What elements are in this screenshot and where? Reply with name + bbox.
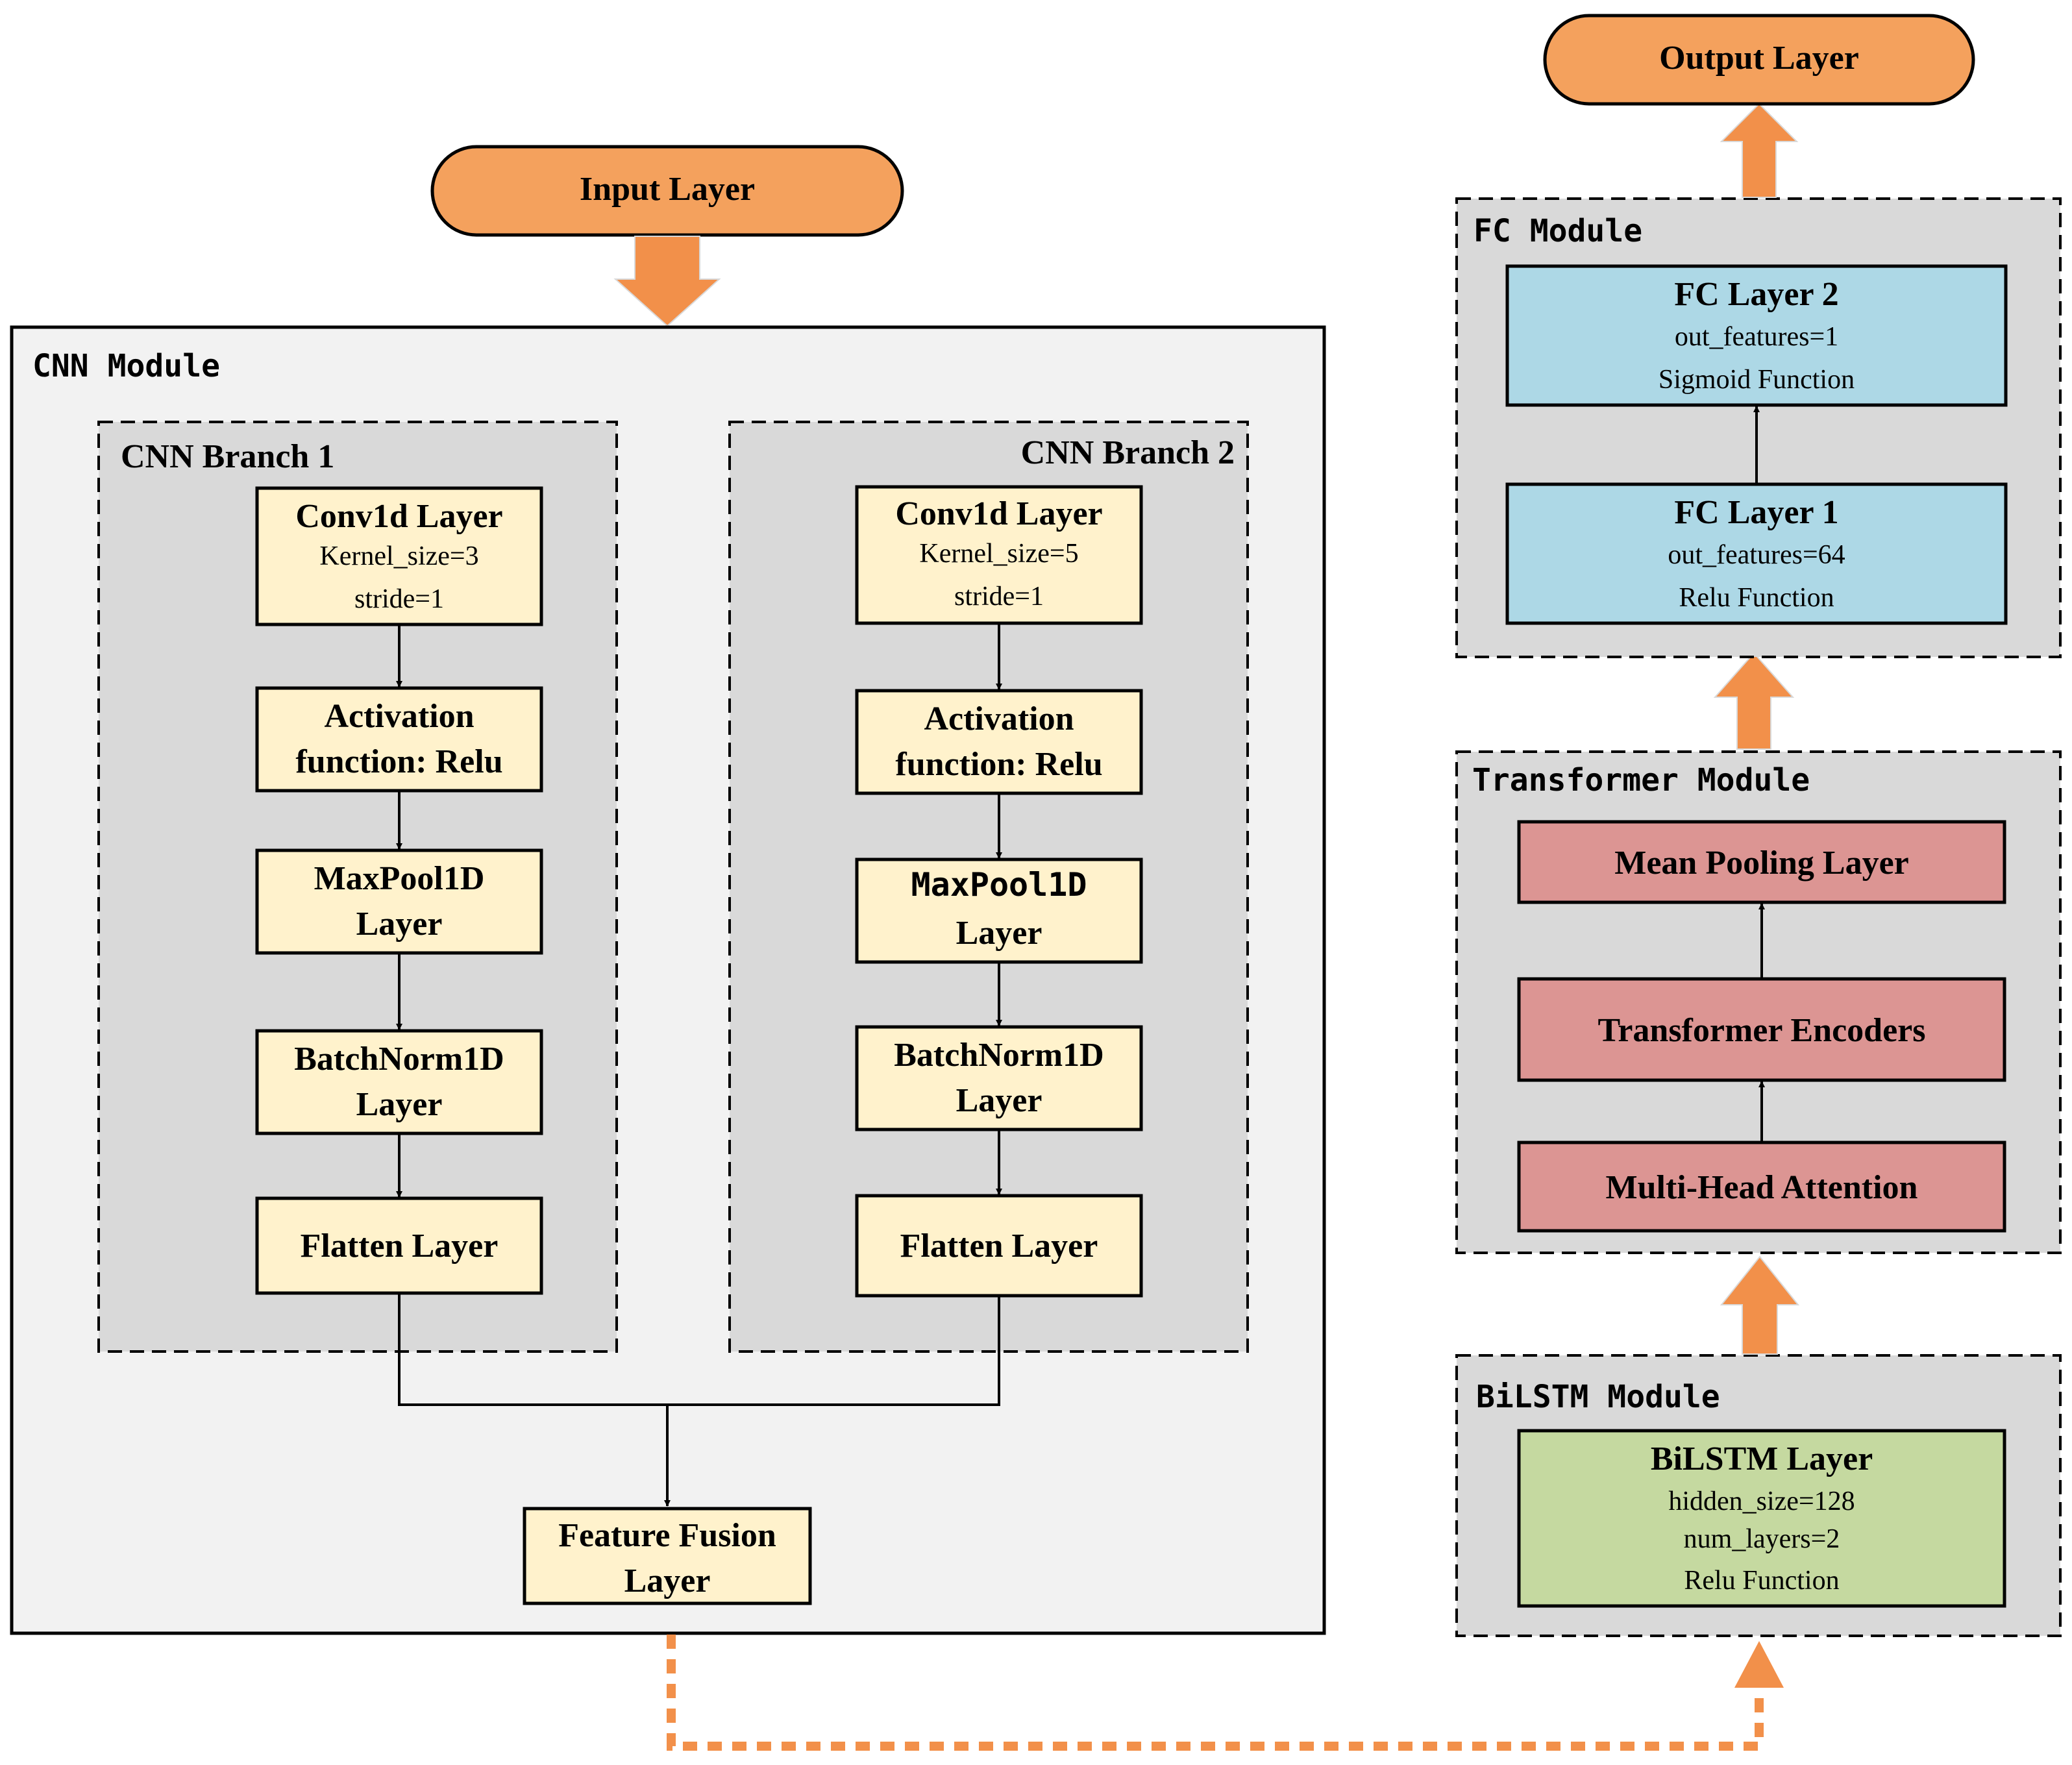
transformer-encoders: Transformer Encoders <box>1517 977 2006 1082</box>
input-layer: Input Layer <box>430 145 904 237</box>
branch2-conv-title: Conv1d Layer <box>895 495 1102 532</box>
multi-head-attention-label: Multi-Head Attention <box>1606 1169 1918 1206</box>
fusion-to-bilstm-path <box>667 1635 1764 1751</box>
input-layer-label: Input Layer <box>580 171 755 208</box>
fc-layer-1: FC Layer 1 out_features=64 Relu Function <box>1505 482 2008 625</box>
fc-module: FC Module FC Layer 2 out_features=1 Sigm… <box>1455 197 2062 658</box>
bilstm-hidden-size: hidden_size=128 <box>1668 1487 1855 1516</box>
branch1-conv-stride: stride=1 <box>354 584 444 614</box>
output-layer-label: Output Layer <box>1659 40 1859 77</box>
mean-pooling-layer: Mean Pooling Layer <box>1517 820 2006 904</box>
cnn-branch-1: CNN Branch 1 Conv1d Layer Kernel_size=3 … <box>97 421 618 1353</box>
mean-pooling-label: Mean Pooling Layer <box>1614 845 1909 882</box>
cnn-module: CNN Module CNN Branch 1 Conv1d Layer Ker… <box>10 325 1326 1635</box>
branch1-conv1d-layer: Conv1d Layer Kernel_size=3 stride=1 <box>255 486 543 626</box>
branch1-title: CNN Branch 1 <box>121 438 334 475</box>
branch1-activation: Activation function: Relu <box>255 686 543 793</box>
branch1-flatten-label: Flatten Layer <box>301 1228 499 1265</box>
bilstm-layer: BiLSTM Layer hidden_size=128 num_layers=… <box>1517 1429 2006 1608</box>
fc2-out-features: out_features=1 <box>1675 322 1838 352</box>
branch1-batchnorm-line2: Layer <box>356 1086 443 1123</box>
branch1-flatten: Flatten Layer <box>255 1196 543 1295</box>
fc1-activation: Relu Function <box>1679 583 1834 613</box>
input-to-cnn-arrow <box>613 236 721 327</box>
branch1-conv-kernel: Kernel_size=3 <box>319 541 478 571</box>
branch1-batchnorm: BatchNorm1D Layer <box>255 1029 543 1135</box>
branch2-batchnorm: BatchNorm1D Layer <box>855 1025 1143 1131</box>
fusion-line1: Feature Fusion <box>558 1517 776 1554</box>
branch2-title: CNN Branch 2 <box>1021 434 1235 471</box>
branch1-maxpool: MaxPool1D Layer <box>255 848 543 955</box>
multi-head-attention: Multi-Head Attention <box>1517 1141 2006 1233</box>
branch2-maxpool: MaxPool1D Layer <box>855 858 1143 964</box>
branch2-conv-stride: stride=1 <box>954 582 1044 611</box>
fc2-activation: Sigmoid Function <box>1659 365 1855 395</box>
bilstm-module-title: BiLSTM Module <box>1476 1379 1720 1415</box>
fc-to-output-arrow <box>1720 103 1799 198</box>
fc1-title: FC Layer 1 <box>1674 494 1838 531</box>
branch1-batchnorm-line1: BatchNorm1D <box>294 1041 504 1078</box>
branch2-maxpool-line1: MaxPool1D <box>911 866 1087 904</box>
branch2-batchnorm-line2: Layer <box>956 1082 1042 1119</box>
branch2-conv-kernel: Kernel_size=5 <box>919 539 1078 569</box>
bilstm-module: BiLSTM Module BiLSTM Layer hidden_size=1… <box>1455 1354 2062 1637</box>
branch2-flatten-label: Flatten Layer <box>900 1228 1098 1265</box>
branch1-maxpool-line1: MaxPool1D <box>314 860 485 897</box>
transformer-module: Transformer Module Mean Pooling Layer Tr… <box>1455 750 2062 1254</box>
transformer-module-title: Transformer Module <box>1472 762 1810 798</box>
merge-connector <box>398 1293 1000 1406</box>
cnn-branch-2: CNN Branch 2 Conv1d Layer Kernel_size=5 … <box>728 421 1249 1353</box>
fc-layer-2: FC Layer 2 out_features=1 Sigmoid Functi… <box>1505 264 2008 407</box>
branch1-maxpool-line2: Layer <box>356 906 443 943</box>
fc1-out-features: out_features=64 <box>1668 540 1845 570</box>
bilstm-num-layers: num_layers=2 <box>1684 1524 1840 1554</box>
branch2-activation-line1: Activation <box>924 700 1074 737</box>
branch1-conv-title: Conv1d Layer <box>295 498 502 535</box>
branch1-activation-line1: Activation <box>324 698 474 735</box>
branch2-activation-line2: function: Relu <box>895 746 1102 783</box>
branch2-maxpool-line2: Layer <box>956 915 1042 952</box>
transformer-to-fc-arrow <box>1713 652 1795 750</box>
bilstm-activation: Relu Function <box>1684 1566 1839 1596</box>
branch2-conv1d-layer: Conv1d Layer Kernel_size=5 stride=1 <box>855 485 1143 625</box>
transformer-encoders-label: Transformer Encoders <box>1598 1012 1926 1049</box>
branch1-activation-line2: function: Relu <box>295 743 502 780</box>
bilstm-layer-title: BiLSTM Layer <box>1651 1440 1873 1477</box>
feature-fusion-layer: Feature Fusion Layer <box>523 1507 812 1605</box>
branch2-activation: Activation function: Relu <box>855 689 1143 795</box>
fusion-to-bilstm-arrowhead <box>1734 1641 1784 1688</box>
fc-module-title: FC Module <box>1474 213 1642 249</box>
cnn-module-title: CNN Module <box>32 348 220 384</box>
fc2-title: FC Layer 2 <box>1674 276 1838 313</box>
fusion-line2: Layer <box>624 1562 711 1599</box>
output-layer: Output Layer <box>1543 14 1975 106</box>
branch2-flatten: Flatten Layer <box>855 1194 1143 1298</box>
branch2-batchnorm-line1: BatchNorm1D <box>894 1037 1104 1074</box>
bilstm-to-transformer-arrow <box>1720 1255 1800 1355</box>
